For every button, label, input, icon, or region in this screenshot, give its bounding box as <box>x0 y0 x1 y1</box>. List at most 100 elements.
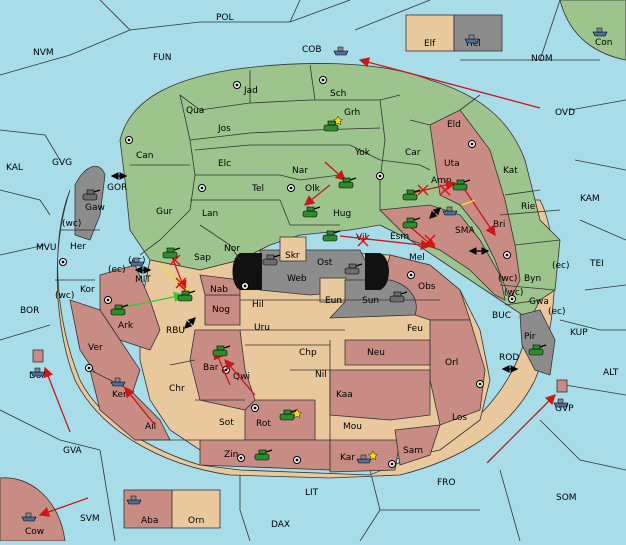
supply-center-icon <box>293 456 301 464</box>
army-tank-icon[interactable] <box>262 254 281 266</box>
coast-label: (wc) <box>55 291 74 301</box>
supply-center-icon <box>241 282 249 290</box>
order-arrow <box>486 394 556 464</box>
label-chp: Chp <box>299 348 317 358</box>
fleet-ship-icon[interactable] <box>126 495 142 505</box>
province-eun[interactable] <box>319 277 347 303</box>
army-tank-icon[interactable] <box>452 179 471 191</box>
label-rie: Rie <box>521 202 536 212</box>
province-sam[interactable] <box>394 424 441 466</box>
fleet-ship-icon[interactable] <box>464 34 480 44</box>
supply-center-icon <box>388 460 396 468</box>
army-tank-icon[interactable] <box>254 449 273 461</box>
label-qwi: Qwi <box>233 372 250 382</box>
province-neu[interactable] <box>344 339 431 366</box>
fleet-ship-icon[interactable] <box>110 377 126 387</box>
army-tank-icon[interactable] <box>528 344 547 356</box>
army-tank-icon[interactable] <box>177 290 196 302</box>
army-tank-icon[interactable] <box>338 177 357 189</box>
supply-center-icon <box>125 136 133 144</box>
label-sam: Sam <box>403 446 423 456</box>
coast-label: (ec) <box>552 261 570 271</box>
coast-label: (ec) <box>548 307 566 317</box>
label-lit: LIT <box>305 488 319 498</box>
army-tank-icon[interactable] <box>389 291 408 303</box>
label-lan: Lan <box>202 209 218 219</box>
province-ver[interactable] <box>69 299 141 401</box>
label-ost: Ost <box>317 258 333 268</box>
fleet-ship-icon[interactable] <box>333 46 349 56</box>
star-icon <box>368 450 378 461</box>
order-arrow <box>224 359 256 396</box>
army-tank-icon[interactable] <box>402 189 421 201</box>
fleet-ship-icon[interactable] <box>356 454 372 464</box>
label-elf: Elf <box>424 39 436 49</box>
supply-center-icon <box>104 296 112 304</box>
label-eld: Eld <box>447 120 461 130</box>
order-arrow <box>303 184 331 206</box>
order-arrow <box>38 497 89 517</box>
province-sun[interactable] <box>329 279 417 319</box>
fleet-ship-icon[interactable] <box>30 367 46 377</box>
label-uru: Uru <box>254 323 270 333</box>
star-icon <box>292 408 302 419</box>
province-hel[interactable] <box>453 14 503 52</box>
supply-center-icon <box>476 380 484 388</box>
fleet-ship-icon[interactable] <box>442 206 458 216</box>
army-tank-icon[interactable] <box>402 217 421 229</box>
order-arrow <box>339 235 432 251</box>
label-gwa: Gwa <box>529 297 549 307</box>
province-orn[interactable] <box>171 489 221 529</box>
label-bor: BOR <box>20 306 39 316</box>
label-nog: Nog <box>212 305 230 315</box>
label-can: Can <box>136 151 154 161</box>
army-tank-icon[interactable] <box>162 247 181 259</box>
army-tank-icon[interactable] <box>302 206 321 218</box>
label-tel: Tel <box>251 184 264 194</box>
fleet-ship-icon[interactable] <box>129 257 145 267</box>
province-nab[interactable] <box>199 274 241 296</box>
label-kal: KAL <box>6 163 23 173</box>
province-gaw[interactable] <box>74 165 106 241</box>
fleet-ship-icon[interactable] <box>21 512 37 522</box>
label-buc: BUC <box>492 311 511 321</box>
label-nor: Nor <box>224 244 240 254</box>
province-skr[interactable] <box>279 236 307 262</box>
label-sot: Sot <box>219 418 234 428</box>
army-tank-icon[interactable] <box>212 345 231 357</box>
supply-centers <box>59 76 516 468</box>
fleet-ship-icon[interactable] <box>592 27 608 37</box>
province-pir[interactable] <box>519 309 556 376</box>
supply-center-icon <box>85 364 93 372</box>
label-fun: FUN <box>153 53 172 63</box>
army-tank-icon[interactable] <box>322 230 341 242</box>
province-dor[interactable] <box>32 349 44 363</box>
label-gaw: Gaw <box>85 203 105 213</box>
province-con[interactable] <box>559 0 626 61</box>
supply-center-icon <box>198 184 206 192</box>
label-her: Her <box>70 242 86 252</box>
province-gvp-marker[interactable] <box>556 379 568 393</box>
label-chr: Chr <box>169 384 185 394</box>
army-tank-icon[interactable] <box>82 189 101 201</box>
label-mit: MIT <box>135 275 151 285</box>
army-tank-icon[interactable] <box>279 409 298 421</box>
coast-label: (wc) <box>62 219 81 229</box>
supply-center-icon <box>233 81 241 89</box>
supply-center-icon <box>319 76 327 84</box>
coast-label: (wc) <box>504 288 523 298</box>
order-arrow <box>324 161 346 181</box>
label-sap: Sap <box>194 253 211 263</box>
army-tank-icon[interactable] <box>344 263 363 275</box>
star-icon <box>333 115 343 126</box>
label-gor: GOR <box>107 183 127 193</box>
label-skr: Skr <box>285 251 300 261</box>
coast-label: (wc) <box>498 274 517 284</box>
army-tank-icon[interactable] <box>110 304 129 316</box>
straits <box>110 172 519 373</box>
label-jad: Jad <box>243 86 258 96</box>
fleet-ship-icon[interactable] <box>553 398 569 408</box>
double-arrow-icon <box>429 207 441 219</box>
label-ail: Ail <box>145 422 156 432</box>
province-elf[interactable] <box>405 14 455 52</box>
